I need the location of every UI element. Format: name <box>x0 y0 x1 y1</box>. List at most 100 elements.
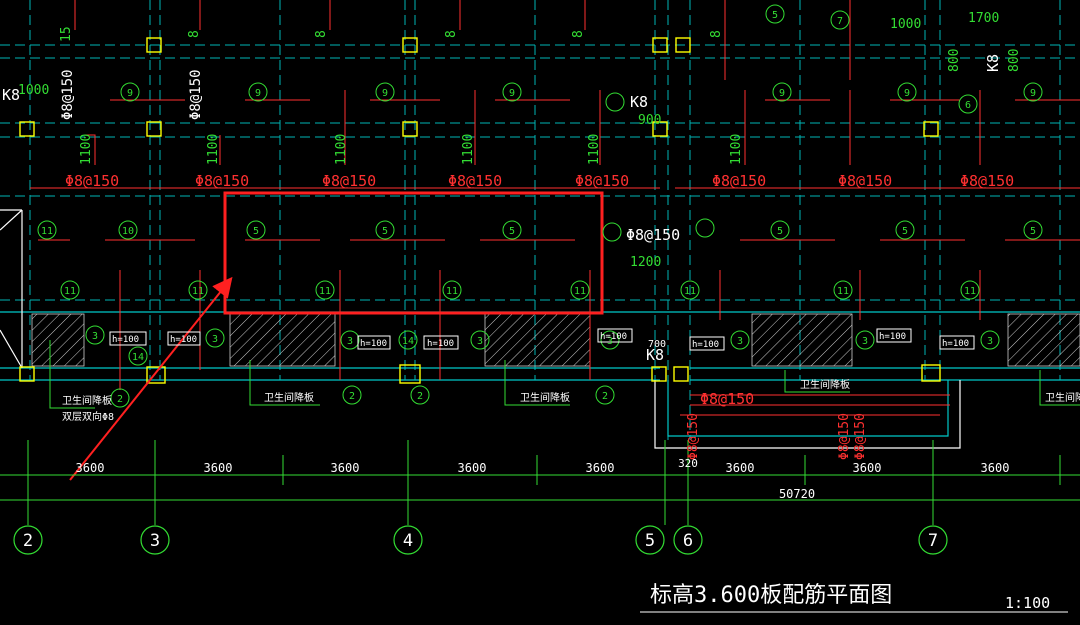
drawing-scale: 1:100 <box>1005 594 1050 612</box>
span-6: 3600 <box>726 461 755 475</box>
mark-8-b: 8 <box>314 30 329 38</box>
rebar-spec-row-3: Φ8@150 <box>322 172 376 190</box>
rebar-spec-row-7: Φ8@150 <box>838 172 892 190</box>
mark-6: 6 <box>965 100 971 111</box>
height-label-1: h=100 <box>112 335 139 345</box>
span-7: 3600 <box>853 461 882 475</box>
length-1100-c: 1100 <box>334 134 349 165</box>
span-small: 320 <box>678 457 698 470</box>
span-4: 3600 <box>458 461 487 475</box>
span-1: 3600 <box>76 461 105 475</box>
column-mark-k8-a: K8 <box>2 86 20 104</box>
rebar-spec-vertical-b: Φ8@150 <box>188 69 204 120</box>
column-mark-k8-d: K8 <box>984 54 1002 72</box>
rebar-spec-row-8: Φ8@150 <box>960 172 1014 190</box>
rebar-spec-row-1: Φ8@150 <box>65 172 119 190</box>
span-8: 3600 <box>981 461 1010 475</box>
length-1200: 1200 <box>630 255 661 270</box>
mark-15: 15 <box>59 26 74 42</box>
height-label-6: h=100 <box>692 340 719 350</box>
axis-label-6: 6 <box>683 531 693 551</box>
mark-3-f: 3 <box>737 336 743 347</box>
dimension-lines <box>0 440 1080 525</box>
wall-lines <box>0 209 1080 449</box>
mark-2-b: 2 <box>349 391 355 402</box>
mark-11-e: 11 <box>446 286 458 297</box>
mark-11-d: 11 <box>319 286 331 297</box>
mark-3-b: 3 <box>212 334 218 345</box>
mark-8-a: 8 <box>187 30 202 38</box>
column-mark-k8-c: K8 <box>646 346 664 364</box>
height-label-boxes <box>109 328 975 351</box>
mark-9-a: 9 <box>127 88 133 99</box>
mark-3-e: 3 <box>607 336 613 347</box>
mark-5-d: 5 <box>777 226 783 237</box>
span-5: 3600 <box>586 461 615 475</box>
mark-3-c: 3 <box>347 336 353 347</box>
column-mark-k8-b: K8 <box>630 93 648 111</box>
mark-8-c: 8 <box>444 30 459 38</box>
rebar-spec-row-2: Φ8@150 <box>195 172 249 190</box>
mark-11-h: 11 <box>837 286 849 297</box>
rebar-spec-vertical-e: Φ8@150 <box>853 413 868 460</box>
rebar-spec-lower: Φ8@150 <box>700 390 754 408</box>
rebar-mark-circles <box>37 4 1043 408</box>
mark-9-f: 9 <box>904 88 910 99</box>
mark-2-a: 2 <box>117 394 123 405</box>
bathroom-drop-slabs <box>31 313 1080 367</box>
columns <box>19 37 941 384</box>
bathroom-label-4: 卫生间降板 <box>800 378 850 391</box>
mark-8-d: 8 <box>571 30 586 38</box>
length-1100-e: 1100 <box>587 134 602 165</box>
length-800-b: 800 <box>1007 49 1022 72</box>
span-2: 3600 <box>204 461 233 475</box>
mark-3-a: 3 <box>92 331 98 342</box>
highlight-arrow <box>69 276 233 481</box>
axis-label-7: 7 <box>928 531 938 551</box>
mark-5-top: 5 <box>772 10 778 21</box>
mark-9-g: 9 <box>1030 88 1036 99</box>
mark-10: 10 <box>122 226 134 237</box>
mark-11-i: 11 <box>964 286 976 297</box>
rebar-spec-row-6: Φ8@150 <box>712 172 766 190</box>
length-700: 700 <box>648 339 666 350</box>
mark-11-a: 11 <box>41 226 53 237</box>
double-bar-label: 双层双向Φ8 <box>62 410 114 423</box>
axis-label-2: 2 <box>23 531 33 551</box>
rebar-spec-row-4: Φ8@150 <box>448 172 502 190</box>
length-1100-a: 1100 <box>79 134 94 165</box>
bathroom-label-5: 卫生间降板 <box>1045 391 1080 404</box>
rebar-spec-side: Φ8@150 <box>626 226 680 244</box>
mark-3-d: 3 <box>477 336 483 347</box>
mark-2-c: 2 <box>417 391 423 402</box>
total-dimension: 50720 <box>779 487 815 501</box>
bathroom-label-1: 卫生间降板 <box>62 394 112 407</box>
length-1100-d: 1100 <box>461 134 476 165</box>
mark-14-a: 14 <box>132 352 144 363</box>
highlight-box <box>223 191 604 315</box>
height-label-5: h=100 <box>600 332 627 342</box>
height-label-3: h=100 <box>360 339 387 349</box>
height-label-7: h=100 <box>879 332 906 342</box>
bathroom-label-3: 卫生间降板 <box>520 391 570 404</box>
mark-9-b: 9 <box>255 88 261 99</box>
length-1100-f: 1100 <box>729 134 744 165</box>
mark-11-g: 11 <box>684 286 696 297</box>
mark-3-h: 3 <box>987 336 993 347</box>
span-3: 3600 <box>331 461 360 475</box>
mark-7: 7 <box>837 16 843 27</box>
mark-5-b: 5 <box>382 226 388 237</box>
mark-5-a: 5 <box>253 226 259 237</box>
label-leaders <box>49 340 1080 409</box>
mark-11-b: 11 <box>64 286 76 297</box>
beam-gridlines <box>0 0 1080 440</box>
rebar-spec-vertical-c: Φ8@150 <box>686 413 701 460</box>
mark-2-d: 2 <box>602 391 608 402</box>
mark-9-d: 9 <box>509 88 515 99</box>
axis-label-5: 5 <box>645 531 655 551</box>
mark-8-e: 8 <box>709 30 724 38</box>
mark-5-c: 5 <box>509 226 515 237</box>
rebar-spec-vertical-d: Φ8@150 <box>837 413 852 460</box>
mark-5-f: 5 <box>1030 226 1036 237</box>
